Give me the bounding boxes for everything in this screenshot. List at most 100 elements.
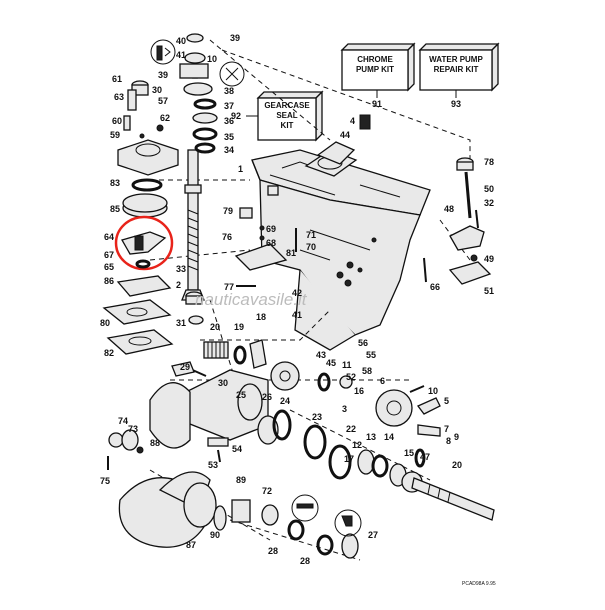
bearing-89 — [231, 499, 251, 523]
label-34: 34 — [224, 145, 234, 155]
pump-tube-57 — [131, 80, 149, 96]
water-pump-repair-kit: WATER PUMP REPAIR KIT 93 — [418, 42, 500, 109]
spacer-90 — [213, 505, 227, 531]
circled-callout-39 — [150, 39, 176, 65]
pump-housing-59 — [117, 124, 179, 176]
impeller-plate-85 — [122, 193, 168, 218]
bolt-54 — [207, 437, 229, 447]
label-93: 93 — [451, 99, 461, 109]
label-1: 1 — [238, 164, 243, 174]
leader-line — [289, 409, 431, 481]
label-19: 19 — [234, 322, 244, 332]
label-30: 30 — [152, 85, 162, 95]
red-highlight-circle — [114, 215, 174, 271]
cap-78 — [456, 157, 474, 171]
label-6: 6 — [380, 376, 385, 386]
gear-6 — [375, 389, 413, 427]
label-80: 80 — [100, 318, 110, 328]
gasket-86 — [116, 275, 172, 297]
label-25: 25 — [236, 390, 246, 400]
bracket-48 — [449, 225, 485, 251]
label-73: 73 — [128, 424, 138, 434]
label-65: 65 — [104, 262, 114, 272]
label-48: 48 — [444, 204, 454, 214]
label-45: 45 — [326, 358, 336, 368]
label-37: 37 — [224, 101, 234, 111]
label-24: 24 — [280, 396, 290, 406]
label-28: 28 — [268, 546, 278, 556]
bolt-53 — [217, 449, 221, 463]
gear-43 — [270, 361, 300, 391]
label-89: 89 — [236, 475, 246, 485]
water-kit-line1: WATER PUMP — [429, 55, 483, 64]
label-67: 67 — [104, 250, 114, 260]
anode-44 — [171, 361, 195, 377]
label-28b: 28 — [300, 556, 310, 566]
circled-callout-58 — [219, 61, 245, 87]
label-23: 23 — [312, 412, 322, 422]
seal-28 — [287, 519, 334, 556]
label-72: 72 — [262, 486, 272, 496]
label-60: 60 — [112, 116, 122, 126]
label-35: 35 — [224, 132, 234, 142]
seal-83 — [131, 178, 163, 192]
part-44 — [316, 141, 356, 165]
label-39b: 39 — [158, 70, 168, 80]
label-8: 8 — [446, 436, 451, 446]
bushing-4 — [359, 114, 371, 130]
label-9: 9 — [454, 432, 459, 442]
top-seal-stack — [179, 33, 218, 154]
bolt-88 — [136, 446, 144, 454]
circled-callout-shift-b — [334, 509, 362, 537]
label-18: 18 — [256, 312, 266, 322]
label-14: 14 — [384, 432, 394, 442]
label-36: 36 — [224, 116, 234, 126]
label-68: 68 — [266, 238, 276, 248]
label-62: 62 — [160, 113, 170, 123]
label-81: 81 — [286, 248, 296, 258]
label-32: 32 — [484, 198, 494, 208]
bearing-31 — [188, 315, 204, 325]
leader-line — [229, 519, 361, 561]
label-76: 76 — [222, 232, 232, 242]
label-26: 26 — [262, 392, 272, 402]
leader-line — [149, 249, 251, 261]
gasket-51 — [448, 261, 492, 285]
part-76 — [234, 243, 288, 271]
label-85: 85 — [110, 204, 120, 214]
label-56: 56 — [358, 338, 368, 348]
plate-80 — [102, 299, 172, 325]
pinion-18 — [249, 339, 267, 369]
label-63: 63 — [114, 92, 124, 102]
label-79: 79 — [223, 206, 233, 216]
label-69: 69 — [266, 224, 276, 234]
ring-24 — [272, 409, 292, 441]
label-51: 51 — [484, 286, 494, 296]
leader-line — [200, 309, 331, 341]
leader-line — [209, 39, 331, 141]
label-3: 3 — [342, 404, 347, 414]
label-54: 54 — [232, 444, 242, 454]
label-82: 82 — [104, 348, 114, 358]
label-42: 42 — [292, 288, 302, 298]
label-87: 87 — [186, 540, 196, 550]
bolt-63 — [127, 89, 137, 111]
label-31: 31 — [176, 318, 186, 328]
pinion-nut-16 — [339, 375, 353, 389]
label-12: 12 — [352, 440, 362, 450]
gearcase-seal-kit: GEARCASE SEAL KIT 92 — [231, 90, 324, 142]
label-27: 27 — [368, 530, 378, 540]
label-11: 11 — [342, 360, 352, 370]
label-41: 41 — [176, 50, 186, 60]
label-17: 17 — [344, 454, 354, 464]
washer-45 — [317, 372, 331, 392]
washer-19 — [233, 345, 247, 365]
label-43: 43 — [316, 350, 326, 360]
rod-50 — [464, 171, 472, 219]
footer-code: PCAD98A 9.95 — [462, 581, 496, 587]
seal-kit-line2: SEAL — [276, 111, 297, 120]
chrome-pump-kit: CHROME PUMP KIT 91 — [340, 42, 416, 109]
label-90: 90 — [210, 530, 220, 540]
